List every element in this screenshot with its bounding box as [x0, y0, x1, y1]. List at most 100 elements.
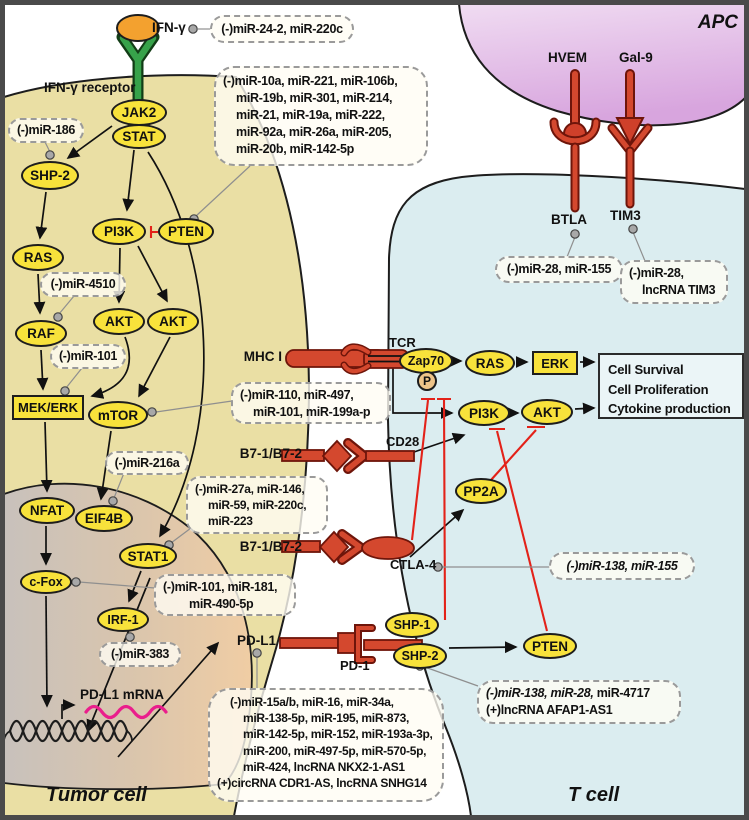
t-cell-shape — [386, 173, 746, 817]
ifng-receptor-icon — [116, 14, 160, 123]
mirna-target-dot — [252, 648, 262, 658]
mirna-line: miR-424, lncRNA NKX2-1-AS1 — [243, 759, 405, 774]
mrna-squiggle — [84, 704, 168, 720]
mirna-target-dot — [71, 577, 81, 587]
mirna-target-dot — [125, 632, 135, 642]
node-mtor: mTOR — [88, 401, 148, 429]
outcome-line: Cytokine production — [608, 401, 731, 416]
outcome-box: Cell Survival Cell Proliferation Cytokin… — [598, 353, 744, 419]
ctla4-label: CTLA-4 — [390, 557, 437, 572]
node-nfat: NFAT — [19, 497, 75, 524]
node-akt-left: AKT — [93, 308, 145, 335]
mirna-line: miR-92a, miR-26a, miR-205, — [236, 124, 392, 139]
mirna-line: miR-101, miR-199a-p — [253, 404, 371, 419]
mirna-box-tim3: (-)miR-28, lncRNA TIM3 — [620, 260, 728, 304]
node-ras-tcell: RAS — [465, 350, 515, 376]
cd28-label: CD28 — [386, 434, 420, 449]
mirna-box-101: (-)miR-101 — [50, 344, 126, 369]
tim3-label: TIM3 — [610, 208, 641, 223]
node-akt-right: AKT — [147, 308, 199, 335]
mirna-box-186: (-)miR-186 — [8, 118, 84, 143]
b7-top-label: B7-1/B7-2 — [239, 446, 302, 461]
node-mek-erk: MEK/ERK — [12, 395, 84, 420]
mirna-line: miR-142-5p, miR-152, miR-193a-3p, — [243, 727, 433, 742]
node-akt-tcell: AKT — [521, 399, 573, 425]
mirna-box-pd1: (-)miR-138, miR-28, miR-4717 (+)lncRNA A… — [477, 680, 681, 724]
pdl1-pd1-icon — [279, 624, 423, 664]
apc-label: APC — [697, 12, 738, 33]
tumor-cell-label: Tumor cell — [46, 784, 147, 806]
t-cell-label: T cell — [568, 784, 620, 806]
mirna-line: miR-20b, miR-142-5p — [236, 141, 354, 156]
node-stat1: STAT1 — [119, 543, 177, 569]
mirna-box-4510: (-)miR-4510 — [40, 272, 126, 297]
pd1-label: PD-1 — [340, 658, 370, 673]
mirna-line: (+)circRNA CDR1-AS, lncRNA SNHG14 — [217, 775, 427, 790]
mirna-box-216a: (-)miR-216a — [105, 451, 189, 475]
ifng-label: IFN-γ — [152, 20, 186, 35]
mirna-box-stat1: (-)miR-27a, miR-146, miR-59, miR-220c, m… — [186, 476, 328, 534]
hvem-btla-icon — [549, 69, 601, 213]
mirna-box-ctla4: (-)miR-138, miR-155 — [549, 552, 695, 580]
node-cfox: c-Fox — [20, 570, 72, 594]
tcr-label: TCR — [389, 335, 416, 350]
mirna-line-italic: (-)miR-138, miR-28, — [486, 686, 594, 700]
node-pten: PTEN — [158, 218, 214, 245]
mhc1-label: MHC I — [243, 349, 282, 364]
mirna-box-ifng: (-)miR-24-2, miR-220c — [210, 15, 354, 43]
ifng-ligand-icon — [116, 14, 160, 42]
node-jak2: JAK2 — [111, 99, 167, 126]
node-eif4b: EIF4B — [75, 505, 133, 532]
mirna-box-mtor: (-)miR-110, miR-497, miR-101, miR-199a-p — [231, 382, 391, 424]
node-pten-tcell: PTEN — [523, 633, 577, 659]
b7-cd28-icon — [281, 438, 415, 474]
mirna-target-dot — [188, 24, 198, 34]
mirna-line: miR-21, miR-19a, miR-222, — [236, 107, 385, 122]
mirna-box-jak-stat: (-)miR-10a, miR-221, miR-106b, miR-19b, … — [214, 66, 428, 166]
hvem-label: HVEM — [548, 50, 588, 65]
mirna-line: (-)miR-15a/b, miR-16, miR-34a, — [230, 695, 394, 709]
mirna-line: (-)miR-28, — [629, 266, 684, 280]
mirna-target-dot — [628, 224, 638, 234]
node-pp2a: PP2A — [455, 478, 507, 504]
mirna-line: miR-490-5p — [189, 596, 254, 611]
btla-label: BTLA — [551, 212, 587, 227]
gal9-tim3-icon — [607, 69, 653, 209]
mirna-target-dot — [433, 562, 443, 572]
gal9-label: Gal-9 — [619, 50, 653, 65]
node-shp2-tcell: SHP-2 — [393, 643, 447, 669]
b7-ctla4-icon — [281, 529, 415, 565]
node-pi3k: PI3K — [92, 218, 146, 245]
mirna-line: miR-223 — [208, 514, 253, 529]
mirna-target-dot — [570, 229, 580, 239]
mirna-line: (-)miR-10a, miR-221, miR-106b, — [223, 74, 398, 88]
pdl1-mrna-label: PD-L1 mRNA — [80, 687, 165, 702]
b7-bottom-label: B7-1/B7-2 — [239, 539, 302, 554]
pdl1-label: PD-L1 — [236, 633, 276, 648]
inhibition-lines — [149, 226, 549, 632]
mirna-line: (-)miR-138, miR-28, miR-4717 — [486, 685, 672, 702]
node-pi3k-tcell: PI3K — [458, 400, 510, 426]
mirna-line: miR-200, miR-497-5p, miR-570-5p, — [243, 743, 427, 758]
mirna-target-dot — [147, 407, 157, 417]
mirna-line: miR-19b, miR-301, miR-214, — [236, 90, 393, 105]
mirna-target-dot — [45, 150, 55, 160]
node-shp2: SHP-2 — [21, 161, 79, 190]
mirna-box-pdl1: (-)miR-15a/b, miR-16, miR-34a, miR-138-5… — [208, 688, 444, 802]
node-phospho: P — [417, 371, 437, 391]
outcome-line: Cell Survival — [608, 362, 684, 377]
mirna-box-383: (-)miR-383 — [99, 642, 181, 667]
mhc1-tcr-icon — [285, 343, 409, 375]
node-irf1: IRF-1 — [97, 607, 149, 632]
mirna-line: miR-138-5p, miR-195, miR-873, — [243, 711, 410, 726]
mirna-connectors — [44, 24, 646, 689]
outcome-line: Cell Proliferation — [608, 381, 709, 397]
node-ras: RAS — [12, 244, 64, 271]
mirna-line: (+)lncRNA AFAP1-AS1 — [486, 702, 613, 717]
mirna-target-dot — [108, 496, 118, 506]
node-stat: STAT — [112, 124, 166, 149]
mirna-target-dot — [53, 312, 63, 322]
mirna-line: miR-59, miR-220c, — [208, 498, 307, 513]
